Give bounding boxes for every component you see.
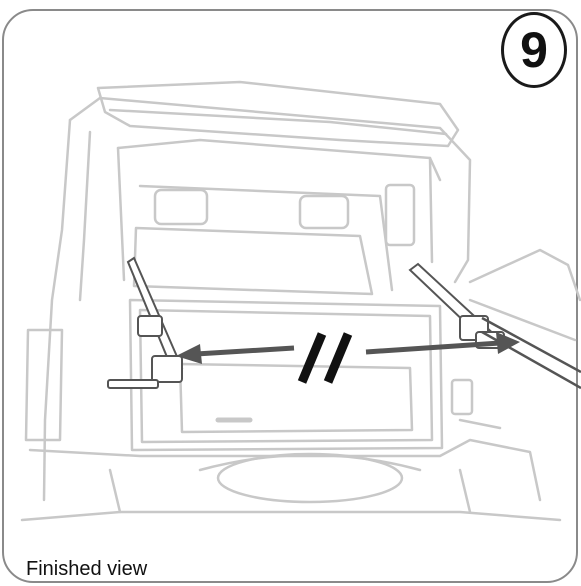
- vehicle-body: [20, 80, 581, 522]
- rear-seat: [132, 226, 374, 296]
- soft-top-roof: [96, 80, 460, 148]
- headrest-left: [153, 188, 209, 226]
- arrow-right-icon: [365, 332, 520, 355]
- double-slash-icon: [297, 332, 353, 384]
- strut-left: [107, 256, 184, 389]
- step-number-badge: 9: [501, 12, 567, 88]
- cargo-opening: [128, 298, 444, 452]
- panel-frame: [2, 9, 578, 583]
- caption: Finished view: [26, 558, 148, 580]
- headrest-right: [298, 194, 350, 230]
- arrow-left-icon: [176, 344, 295, 364]
- cargo-floor: [178, 362, 414, 434]
- strut-right: [408, 262, 581, 390]
